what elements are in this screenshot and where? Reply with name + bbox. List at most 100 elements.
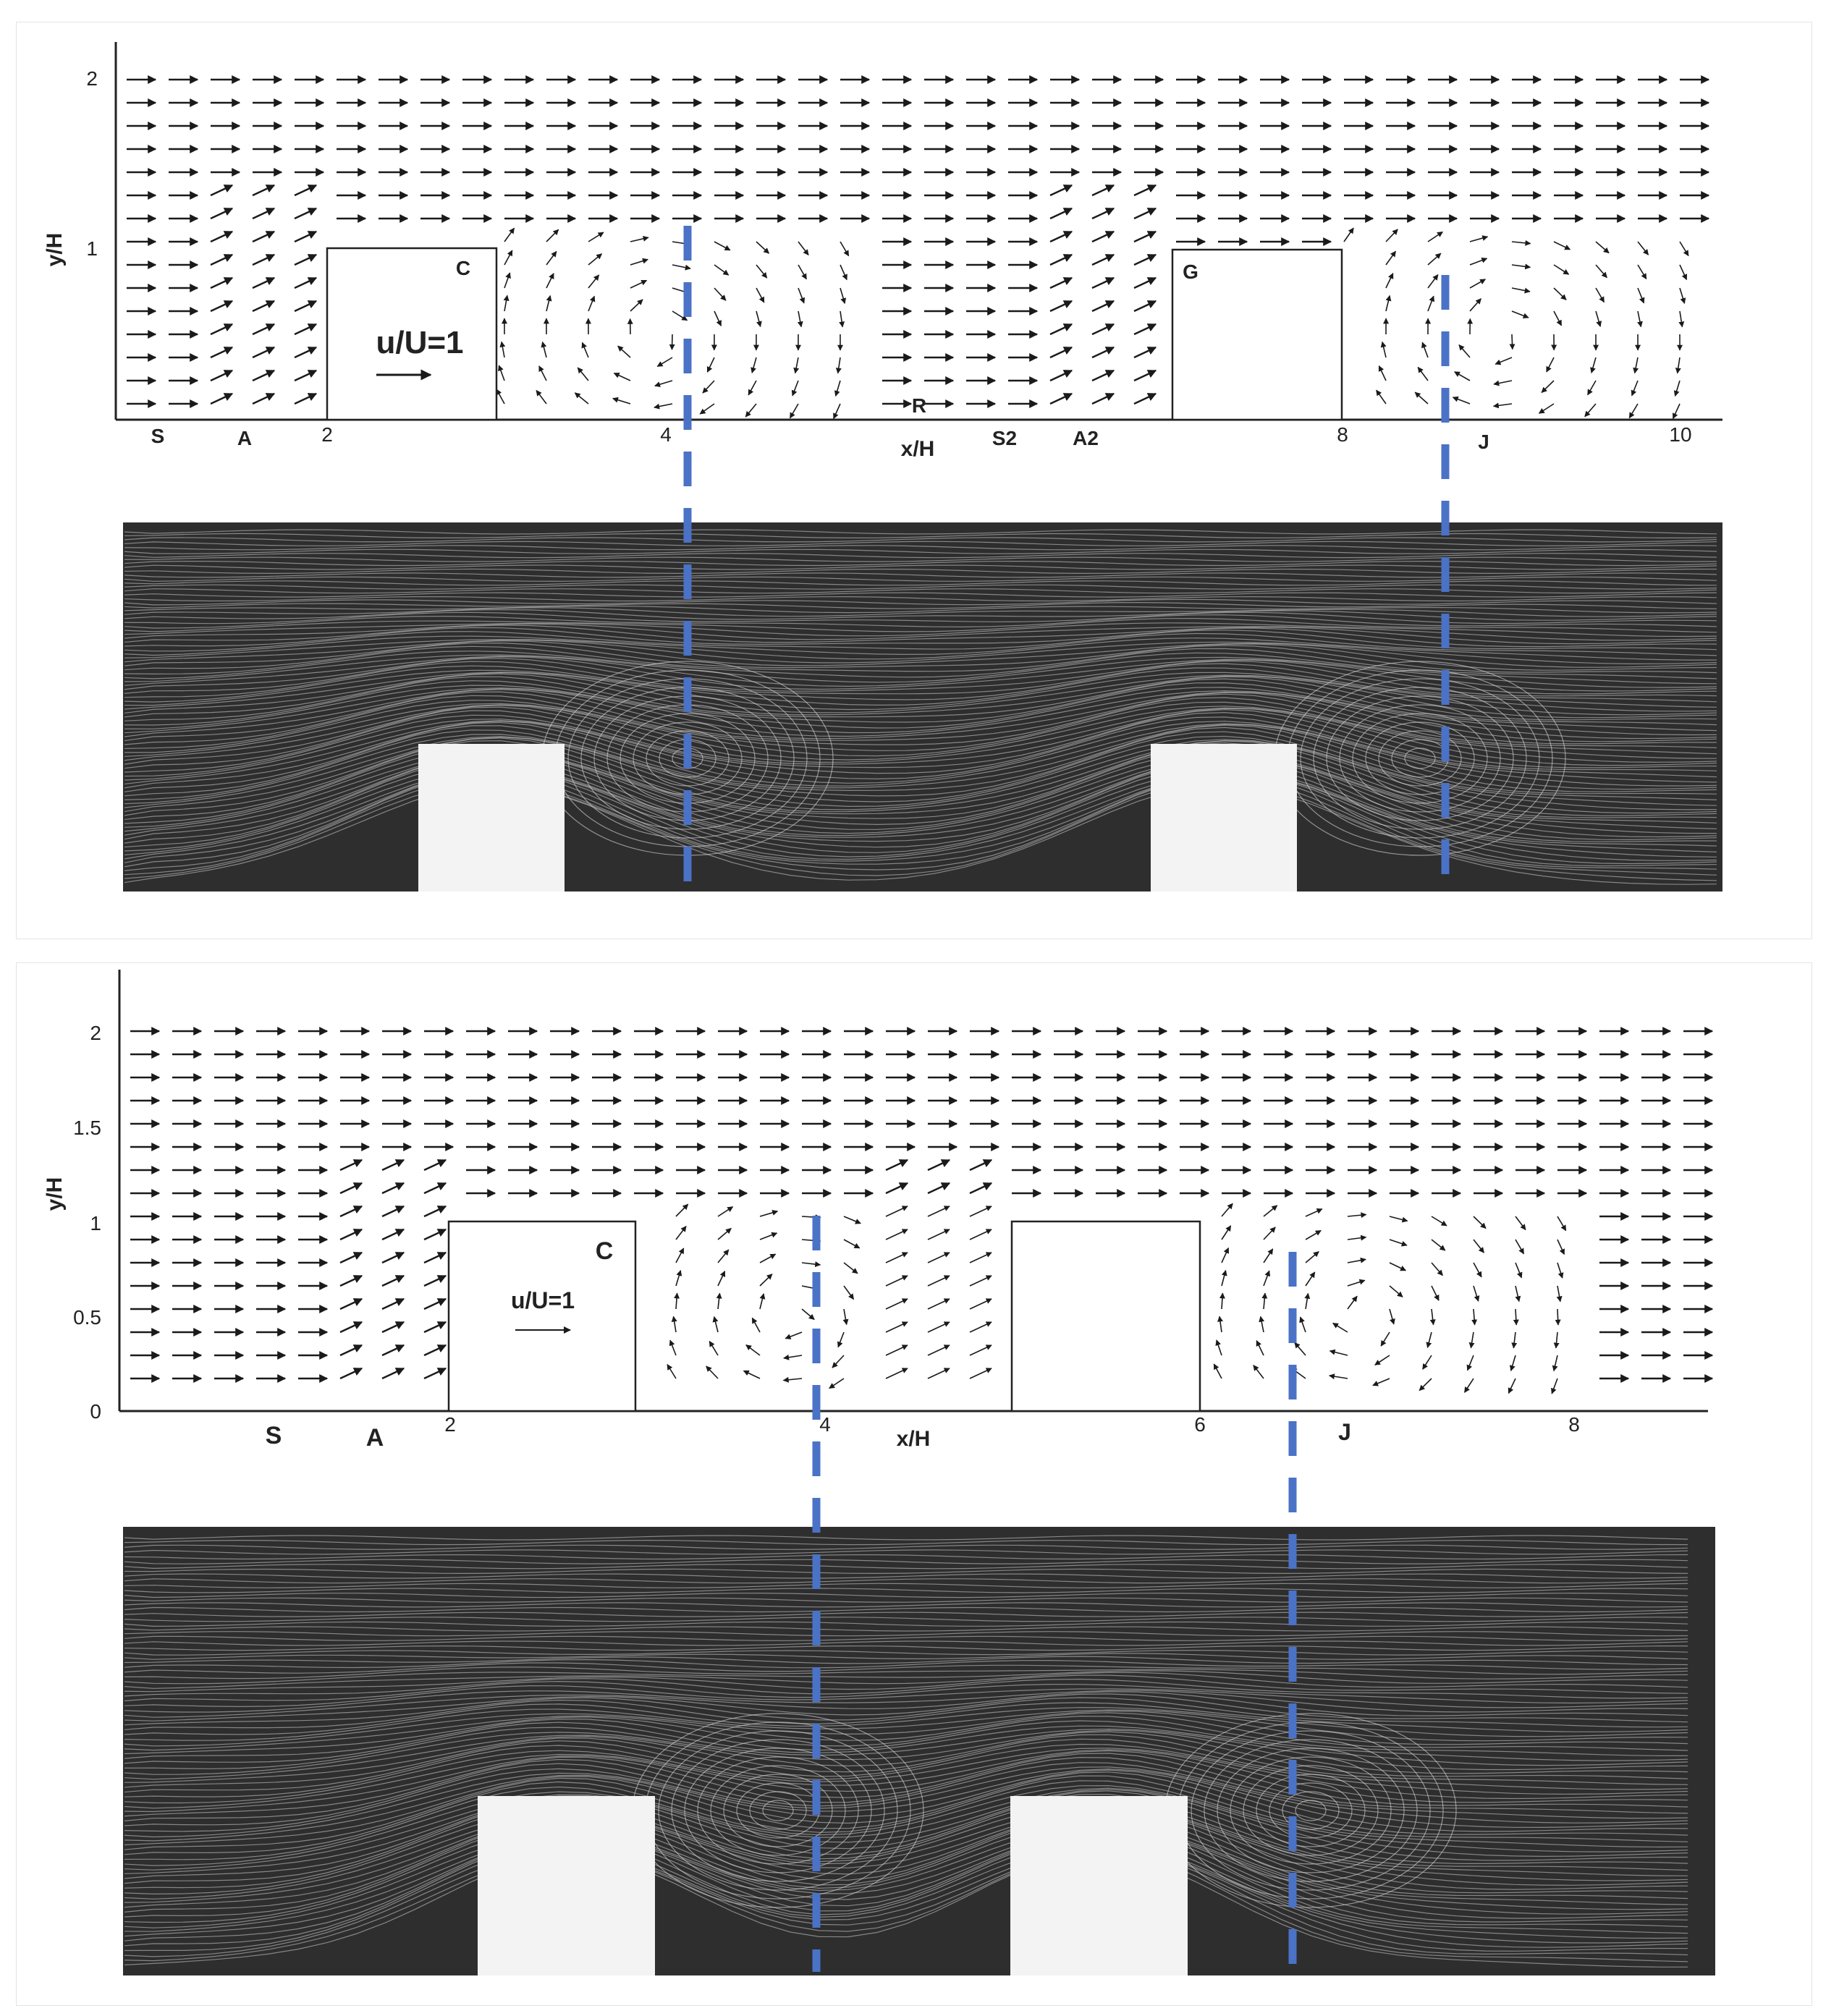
- velocity-vector: [1673, 380, 1681, 397]
- velocity-vector: [252, 253, 276, 266]
- streamline: [124, 736, 1717, 814]
- streamline: [124, 1703, 1688, 1737]
- streamline: [124, 1708, 1688, 1742]
- streamline: [124, 1693, 1688, 1723]
- velocity-vector: [1133, 253, 1157, 266]
- velocity-vector: [1631, 380, 1639, 397]
- velocity-vector: [210, 184, 234, 197]
- velocity-vector: [339, 1344, 363, 1357]
- velocity-vector: [1422, 1355, 1432, 1370]
- streamline: [124, 598, 1717, 606]
- velocity-vector: [546, 250, 557, 266]
- top-y-axis-label: y/H: [43, 233, 67, 267]
- velocity-vector: [381, 1251, 405, 1264]
- streamline: [124, 1678, 1688, 1699]
- velocity-vector: [1679, 287, 1686, 304]
- velocity-vector: [536, 389, 547, 405]
- streamline: [124, 1670, 1688, 1685]
- velocity-vector: [793, 357, 800, 374]
- bottom-label-j: J: [1338, 1419, 1351, 1445]
- velocity-vector: [1541, 380, 1555, 394]
- streamline: [124, 648, 1717, 679]
- streamline: [124, 1645, 1688, 1651]
- streamline: [124, 1831, 1688, 1934]
- streamline: [124, 750, 1717, 834]
- streamline: [124, 1656, 1688, 1666]
- velocity-vector: [717, 1227, 732, 1240]
- streamline: [124, 765, 1717, 857]
- streamline: [124, 1626, 1688, 1632]
- top-label-s: S: [151, 425, 165, 447]
- velocity-vector: [782, 1376, 803, 1383]
- velocity-vector: [499, 341, 506, 358]
- streamline: [124, 687, 1717, 736]
- velocity-vector: [503, 295, 510, 312]
- velocity-vector: [969, 1344, 992, 1356]
- velocity-vector: [716, 1292, 722, 1310]
- velocity-vector: [1637, 287, 1645, 304]
- streamline: [124, 1710, 1688, 1747]
- velocity-vector: [1511, 310, 1529, 319]
- vortex-streamline: [1269, 1782, 1353, 1839]
- velocity-vector: [381, 1367, 405, 1380]
- velocity-vector: [574, 392, 589, 405]
- velocity-vector: [717, 1271, 726, 1287]
- velocity-vector: [745, 403, 757, 418]
- velocity-vector: [1421, 342, 1429, 358]
- velocity-vector: [1471, 1308, 1478, 1326]
- velocity-vector: [1049, 323, 1073, 336]
- velocity-vector: [885, 1206, 908, 1217]
- velocity-vector: [927, 1159, 951, 1172]
- velocity-vector: [1049, 276, 1073, 289]
- streamline: [124, 672, 1717, 712]
- streamline: [124, 1635, 1688, 1641]
- streamline: [124, 691, 1717, 745]
- vortex-streamline: [697, 1756, 859, 1865]
- velocity-vector: [294, 369, 318, 382]
- velocity-vector: [1091, 230, 1115, 243]
- velocity-vector: [885, 1275, 908, 1287]
- streamline: [124, 1729, 1688, 1775]
- velocity-vector: [630, 258, 648, 266]
- velocity-vector: [1672, 403, 1681, 420]
- velocity-vector: [927, 1229, 950, 1240]
- streamline: [124, 753, 1717, 838]
- velocity-vector: [1469, 235, 1489, 242]
- velocity-vector: [1259, 1316, 1265, 1333]
- streamline: [124, 1606, 1688, 1613]
- velocity-vector: [1305, 1229, 1322, 1240]
- streamline: [124, 720, 1717, 790]
- top-streamline-image: [123, 522, 1722, 891]
- velocity-vector: [1263, 1205, 1278, 1217]
- velocity-vector: [1431, 1285, 1440, 1301]
- velocity-vector: [1305, 1250, 1319, 1263]
- velocity-vector: [969, 1368, 992, 1379]
- streamline: [124, 724, 1717, 797]
- velocity-vector: [885, 1321, 908, 1333]
- velocity-vector: [339, 1205, 363, 1218]
- streamline: [124, 630, 1717, 652]
- velocity-vector: [712, 1316, 719, 1333]
- velocity-vector: [1473, 1239, 1485, 1253]
- velocity-vector: [1049, 184, 1073, 197]
- velocity-vector: [748, 380, 757, 396]
- velocity-vector: [1133, 323, 1157, 336]
- velocity-vector: [801, 1261, 821, 1268]
- velocity-vector: [1213, 1363, 1222, 1379]
- bottom-x-tick-6: 6: [1194, 1413, 1206, 1436]
- velocity-vector: [709, 1340, 719, 1356]
- vortex-streamline: [723, 1774, 833, 1847]
- bottom-x-tick-2: 2: [444, 1413, 456, 1436]
- top-block-c: [326, 247, 498, 421]
- velocity-vector: [1049, 346, 1073, 359]
- velocity-vector: [423, 1228, 447, 1241]
- streamline: [124, 1715, 1688, 1756]
- velocity-vector: [1304, 1292, 1311, 1310]
- streamline: [124, 1611, 1688, 1617]
- streamline: [124, 1690, 1688, 1713]
- velocity-vector: [1492, 402, 1513, 409]
- streamline: [124, 1800, 1688, 1886]
- velocity-vector: [714, 310, 722, 326]
- streamline: [124, 1573, 1688, 1579]
- velocity-vector: [885, 1344, 908, 1356]
